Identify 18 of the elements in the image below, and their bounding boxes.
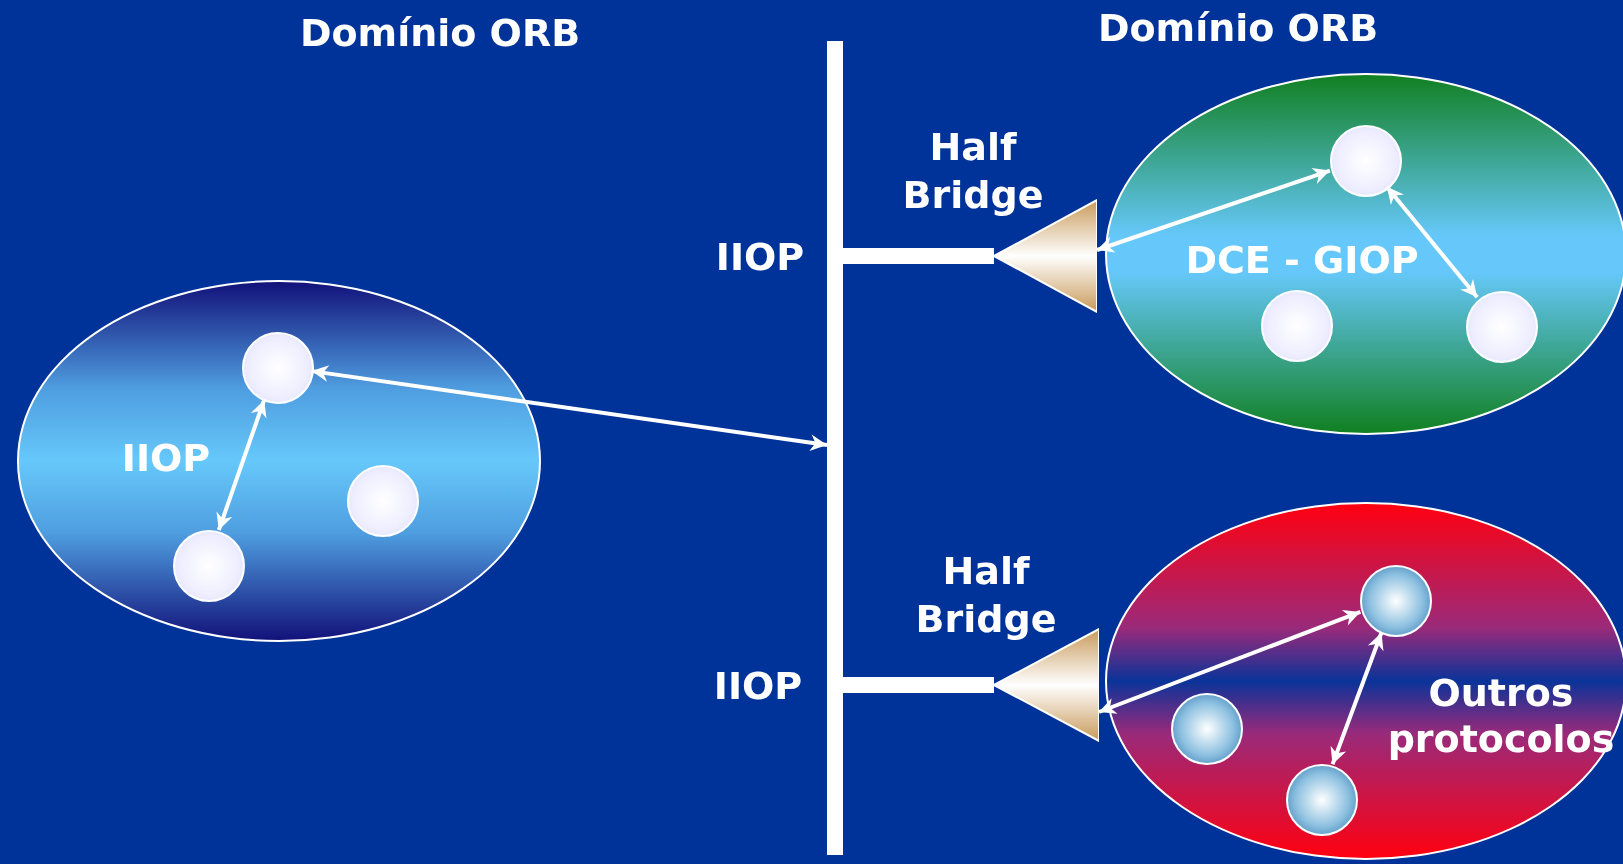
bridge-link bbox=[843, 677, 994, 693]
bridge-caption: Half Bridge bbox=[901, 124, 1045, 219]
arrow bbox=[1385, 185, 1479, 299]
protocol-label: IIOP bbox=[715, 233, 805, 281]
arrow bbox=[216, 399, 267, 531]
arrow bbox=[1330, 632, 1384, 765]
protocol-label: DCE - GIOP bbox=[1184, 237, 1420, 283]
bus-bar bbox=[827, 41, 843, 855]
domain-title: Domínio ORB bbox=[1097, 4, 1379, 52]
bridge-caption: Half Bridge bbox=[914, 548, 1058, 643]
protocol-label: IIOP bbox=[713, 662, 803, 710]
protocol-label: Outros protocolos bbox=[1386, 670, 1616, 762]
protocol-label: IIOP bbox=[120, 435, 212, 481]
arrow bbox=[311, 365, 828, 451]
arrow bbox=[1098, 610, 1362, 714]
domain-title: Domínio ORB bbox=[299, 9, 581, 57]
arrow bbox=[1096, 168, 1331, 253]
bridge-link bbox=[843, 248, 994, 264]
